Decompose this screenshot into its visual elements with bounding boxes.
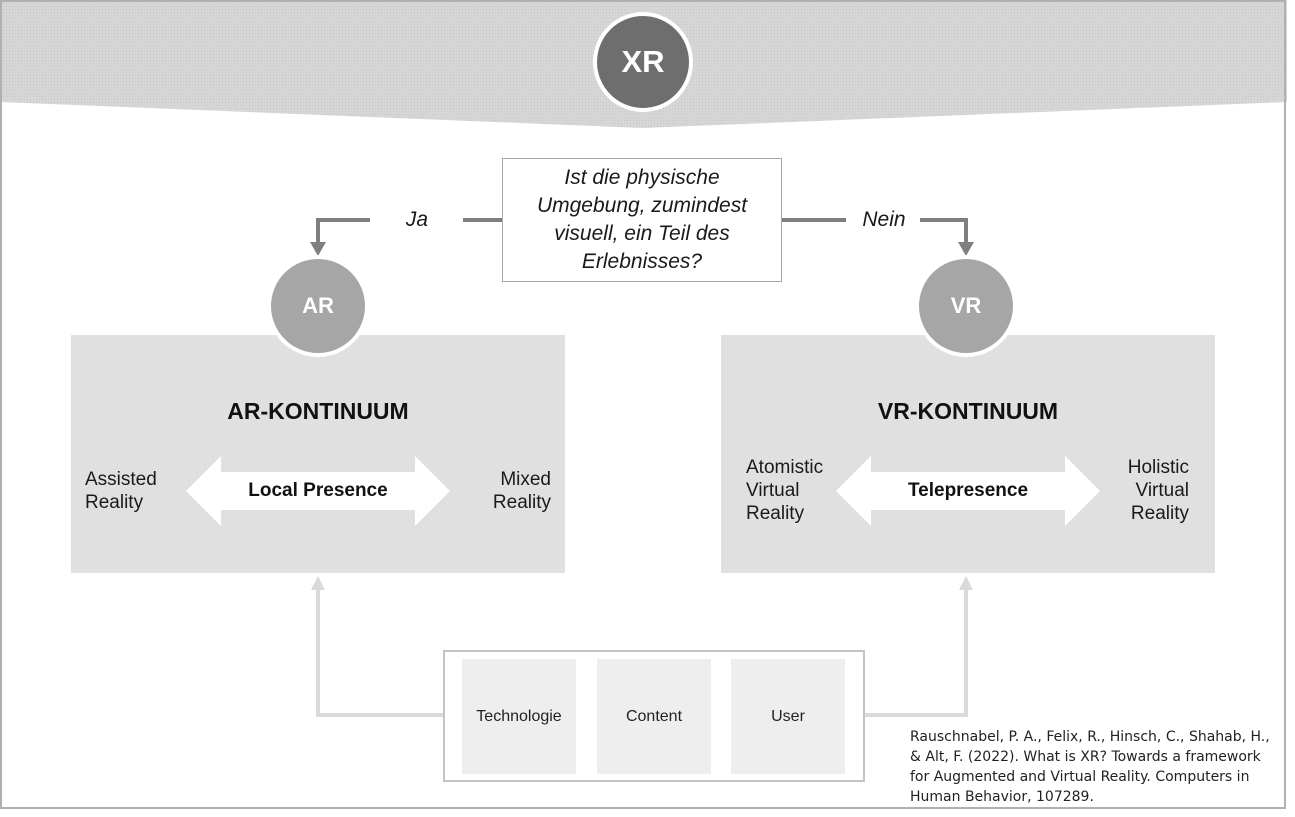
question-box: Ist die physische Umgebung, zumindest vi…	[502, 158, 782, 282]
citation: Rauschnabel, P. A., Felix, R., Hinsch, C…	[910, 729, 1270, 805]
feedback-head-ar	[311, 576, 325, 590]
vr-left-label: Atomistic Virtual Reality	[746, 457, 824, 524]
xr-circle	[593, 12, 693, 112]
ar-right-label: Mixed Reality	[492, 469, 551, 513]
yes-arrow-head	[310, 242, 326, 256]
vr-badge: VR	[950, 293, 982, 318]
ar-double-arrow	[186, 456, 450, 526]
vr-arrow-label: Telepresence	[907, 480, 1029, 501]
ar-circle	[267, 255, 369, 357]
feedback-line-ar	[316, 588, 443, 717]
no-label: Nein	[848, 208, 920, 232]
factor-content: Content	[597, 659, 711, 774]
ar-badge: AR	[302, 293, 334, 318]
vr-continuum-title: VR-KONTINUUM	[877, 398, 1059, 424]
xr-title: XR	[621, 44, 665, 79]
feedback-head-vr	[959, 576, 973, 590]
vr-double-arrow	[836, 456, 1100, 526]
no-arrow-line-right	[918, 218, 968, 244]
vr-right-label: Holistic Virtual Reality	[1127, 457, 1189, 524]
factor-user: User	[731, 659, 845, 774]
ar-panel	[71, 335, 565, 573]
vr-panel	[721, 335, 1215, 573]
ar-left-label: Assisted Reality	[85, 469, 157, 513]
ar-arrow-label: Local Presence	[248, 480, 388, 501]
ar-continuum-title: AR-KONTINUUM	[227, 398, 409, 424]
feedback-line-vr	[865, 588, 968, 717]
no-arrow-head	[958, 242, 974, 256]
vr-circle	[915, 255, 1017, 357]
yes-arrow-line-left	[316, 218, 370, 244]
factor-technologie: Technologie	[462, 659, 576, 774]
yes-label: Ja	[380, 208, 454, 232]
